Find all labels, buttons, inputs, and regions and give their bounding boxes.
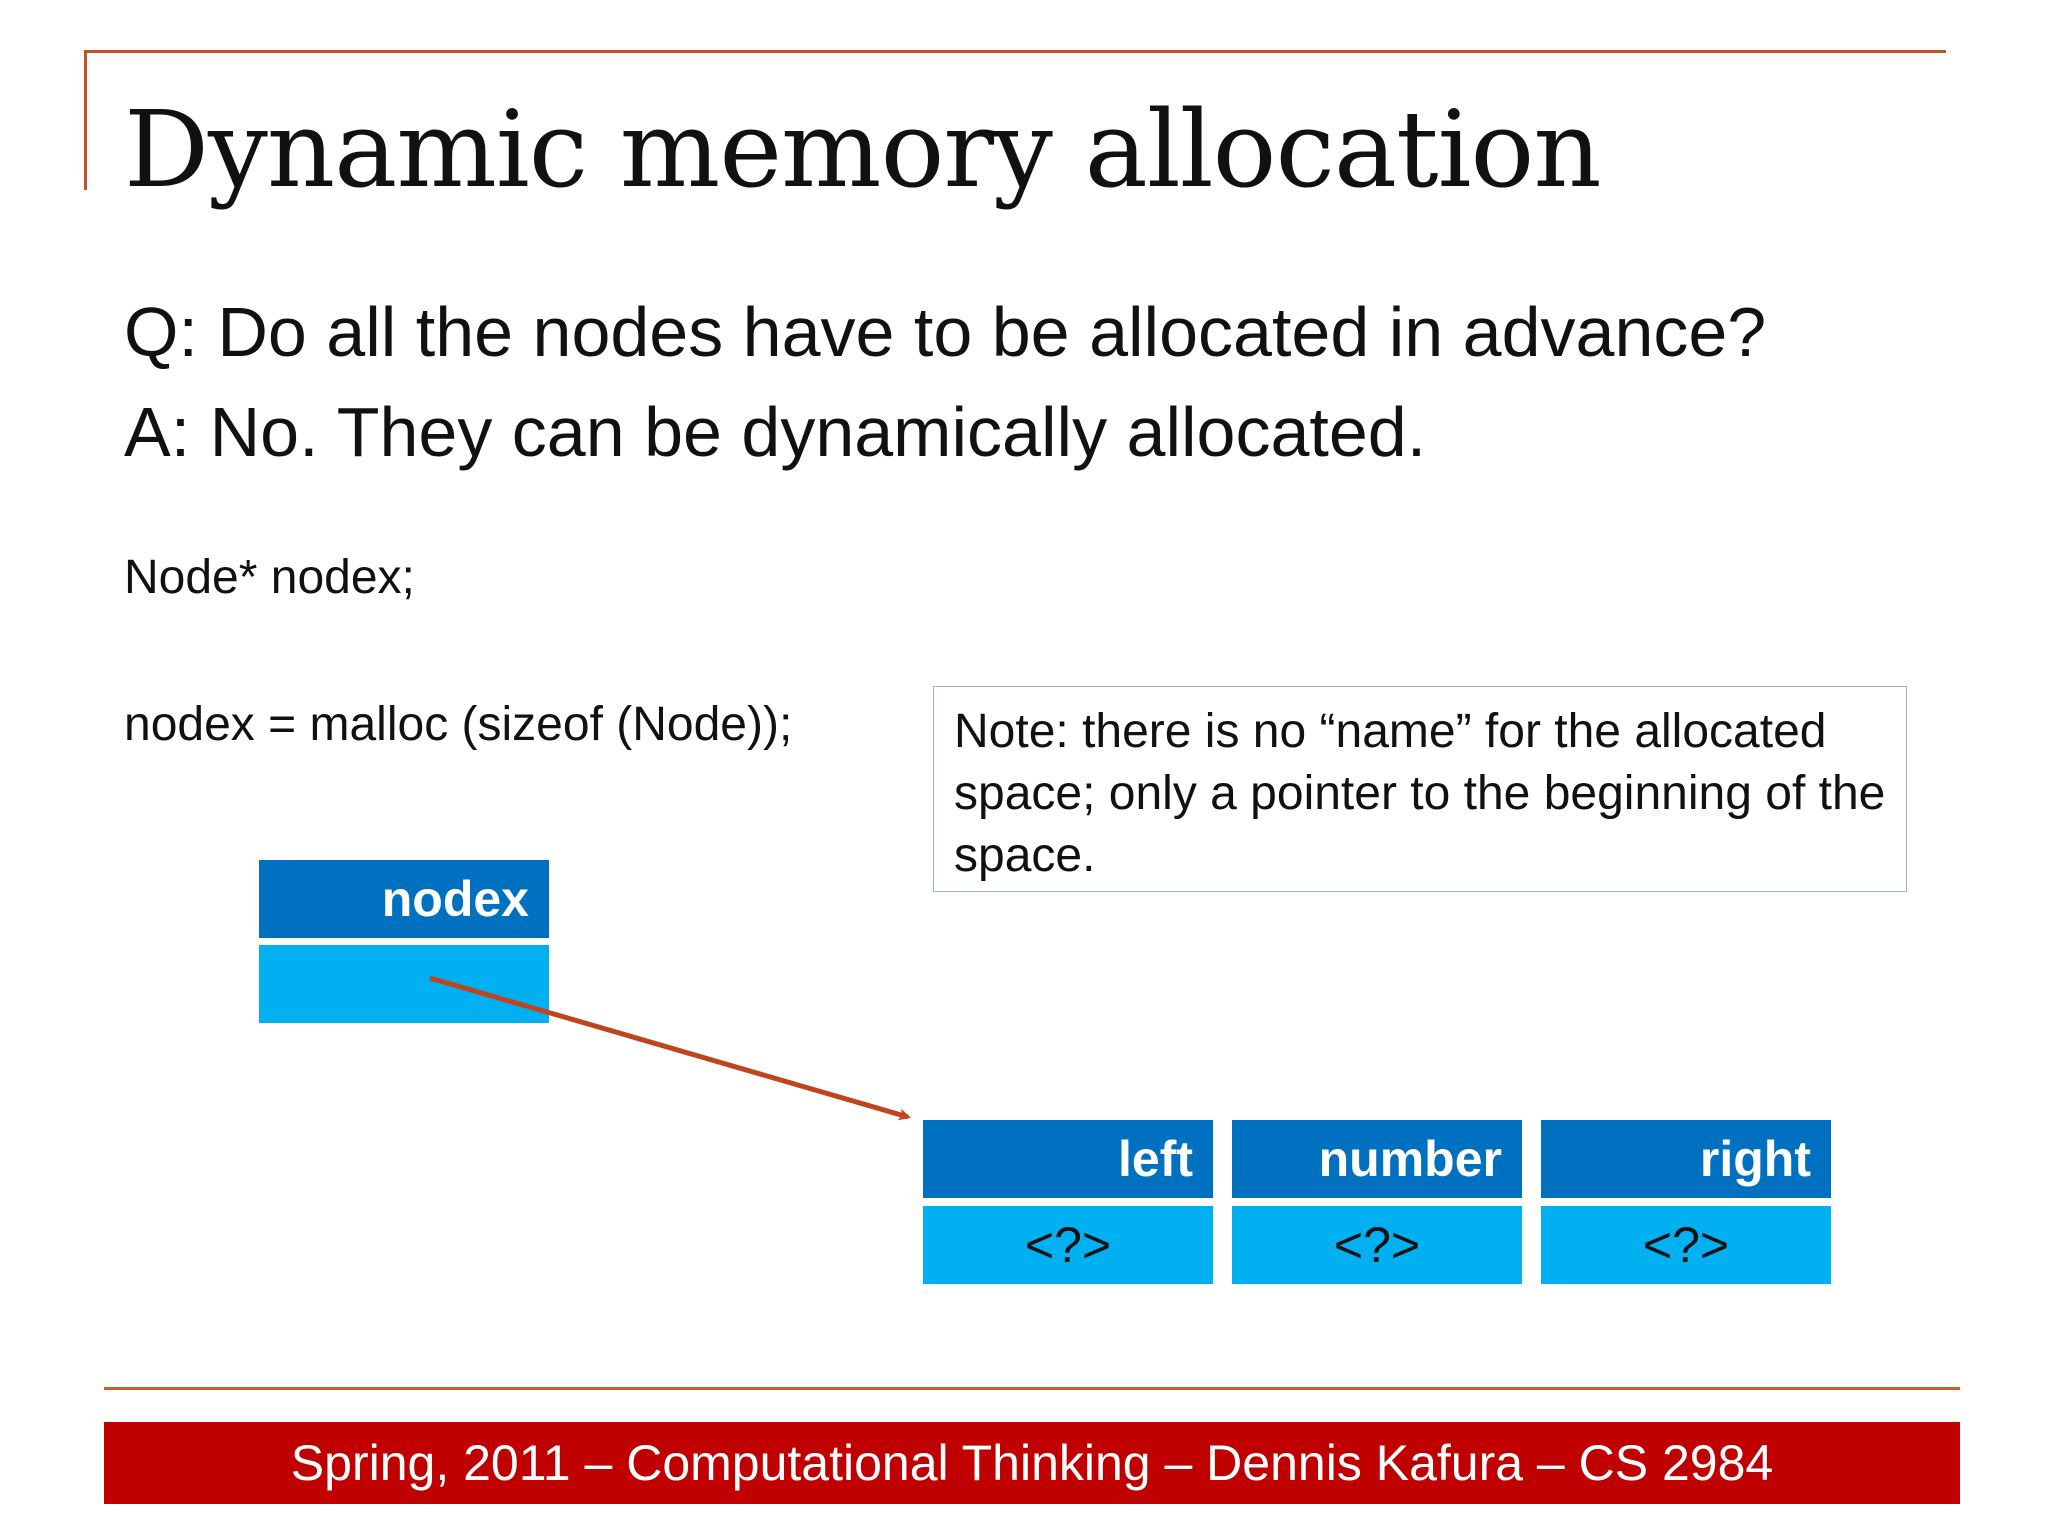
node-field-right-label: right [1541, 1120, 1831, 1198]
note-box: Note: there is no “name” for the allocat… [933, 686, 1907, 892]
node-field-number-label: number [1232, 1120, 1522, 1198]
pointer-variable-label: nodex [259, 860, 549, 938]
pointer-variable-cell [259, 945, 549, 1023]
node-field-right-value: <?> [1541, 1206, 1831, 1284]
slide-title: Dynamic memory allocation [124, 88, 1602, 211]
answer-text: A: No. They can be dynamically allocated… [124, 393, 1427, 471]
question-text: Q: Do all the nodes have to be allocated… [124, 293, 1767, 371]
code-assignment: nodex = malloc (sizeof (Node)); [124, 698, 793, 751]
footer-bar: Spring, 2011 – Computational Thinking – … [104, 1422, 1960, 1504]
bottom-rule [104, 1387, 1960, 1390]
node-field-left-label: left [923, 1120, 1213, 1198]
code-declaration: Node* nodex; [124, 551, 415, 604]
node-field-left-value: <?> [923, 1206, 1213, 1284]
top-rule [84, 50, 1946, 53]
left-rule [84, 50, 87, 190]
node-field-number-value: <?> [1232, 1206, 1522, 1284]
